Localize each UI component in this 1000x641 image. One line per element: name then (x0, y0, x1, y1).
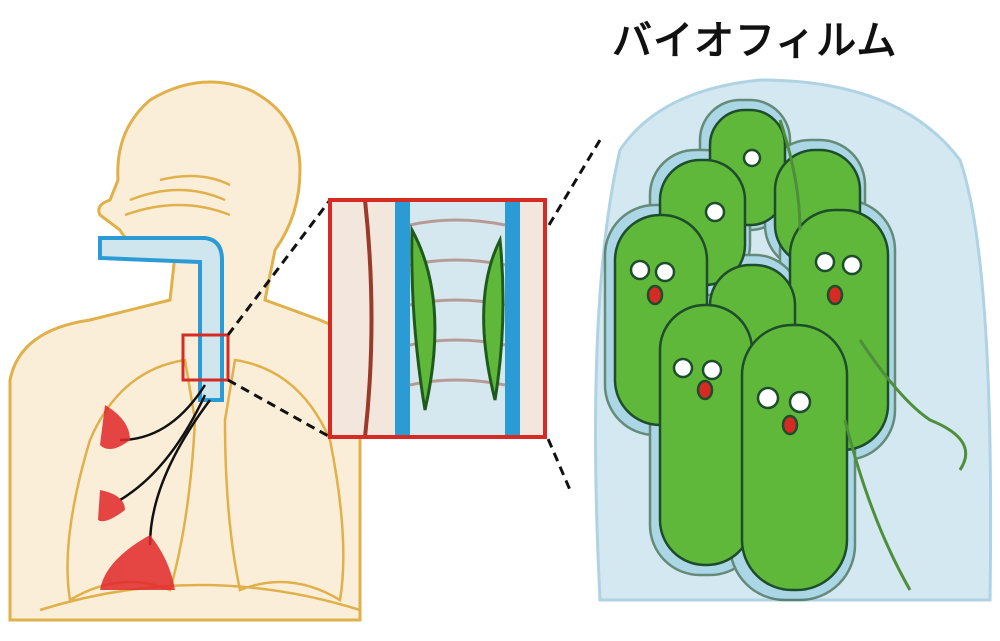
zoomed-airway-inset (328, 198, 547, 439)
bacterium (740, 323, 849, 592)
human-body-outline (8, 80, 362, 622)
biofilm-layer-left (410, 224, 437, 411)
bacterium (658, 303, 754, 567)
bacteria-cluster (603, 98, 968, 602)
biofilm-title: バイオフィルム (612, 18, 898, 64)
infection-spots (98, 405, 175, 590)
zoom-region-marker (181, 333, 230, 382)
bronchi-tubes (119, 384, 212, 546)
biofilm-layer-right (482, 234, 505, 401)
airway-tube (98, 236, 224, 402)
